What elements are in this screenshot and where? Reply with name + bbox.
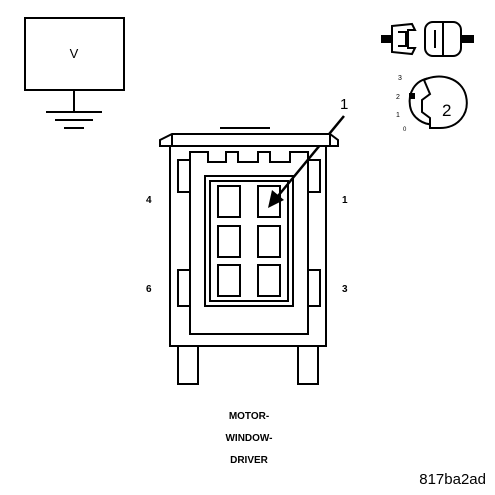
component-name-line-3: DRIVER bbox=[230, 455, 269, 466]
voltmeter-label: V bbox=[70, 46, 79, 61]
pin-label-3: 3 bbox=[342, 284, 348, 295]
switch-position-2: 2 bbox=[396, 94, 400, 101]
pin-label-4: 4 bbox=[146, 195, 152, 206]
switch-number: 2 bbox=[442, 101, 451, 120]
ignition-switch-icon: 3 2 1 0 2 bbox=[396, 75, 468, 133]
cavity-6 bbox=[217, 264, 241, 297]
voltmeter: V bbox=[24, 17, 125, 129]
pin-label-6: 6 bbox=[146, 284, 152, 295]
cavity-4 bbox=[217, 185, 241, 218]
cavity-1 bbox=[257, 185, 281, 218]
component-name-line-1: MOTOR- bbox=[229, 411, 269, 422]
cavity-2 bbox=[257, 225, 281, 258]
ground-icon bbox=[46, 90, 102, 129]
connector-plug-icon bbox=[381, 21, 474, 57]
connector-body bbox=[159, 127, 339, 385]
cavity-3 bbox=[257, 264, 281, 297]
callout-number: 1 bbox=[340, 96, 348, 113]
cavity-5 bbox=[217, 225, 241, 258]
switch-position-1: 1 bbox=[396, 112, 400, 119]
figure-id: 817ba2ad bbox=[419, 471, 486, 488]
pin-label-1: 1 bbox=[342, 195, 348, 206]
switch-position-3: 3 bbox=[398, 75, 402, 82]
component-name-line-2: WINDOW- bbox=[225, 433, 272, 444]
switch-position-0: 0 bbox=[403, 127, 407, 133]
